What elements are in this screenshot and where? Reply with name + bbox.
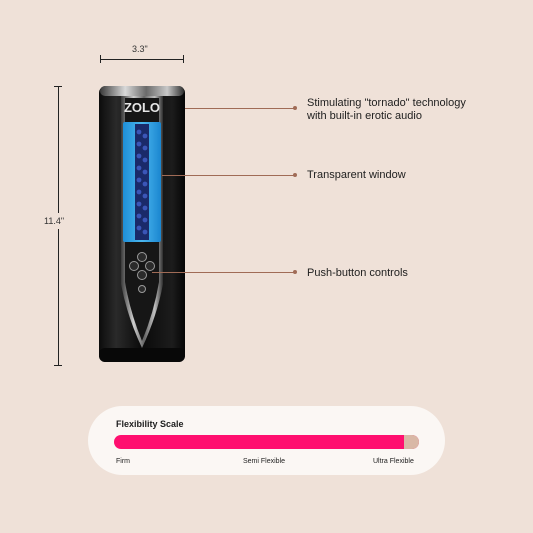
height-dimension-tick-top: [54, 86, 62, 87]
scale-label-firm: Firm: [116, 458, 130, 465]
height-label: 11.4": [44, 216, 65, 226]
scale-label-semi-flexible: Semi Flexible: [243, 458, 286, 465]
height-dimension-tick-bottom: [54, 365, 62, 366]
height-label-bg: [40, 213, 76, 229]
width-label: 3.3": [132, 44, 148, 54]
callout-technology: Stimulating "tornado" technology with bu…: [307, 97, 466, 123]
callout-window: Transparent window: [307, 169, 406, 181]
callout-line-window: [162, 175, 295, 176]
callout-dot-technology: [293, 106, 297, 110]
stroker-device-icon: ZOLO: [99, 86, 185, 362]
callout-technology-line1: Stimulating "tornado" technology: [307, 97, 466, 109]
callout-dot-window: [293, 173, 297, 177]
callout-line-technology: [185, 108, 295, 109]
callout-technology-line2: with built-in erotic audio: [307, 110, 422, 122]
width-dimension-line: [100, 59, 184, 60]
flexibility-scale-title: Flexibility Scale: [116, 419, 184, 429]
flexibility-scale-bar: [114, 435, 419, 449]
width-dimension-tick-left: [100, 55, 101, 63]
product-logo: ZOLO: [124, 100, 160, 115]
flexibility-scale-remainder: [403, 435, 419, 449]
width-dimension-tick-right: [183, 55, 184, 63]
scale-label-ultra-flexible: Ultra Flexible: [373, 458, 414, 465]
callout-controls: Push-button controls: [307, 267, 408, 279]
callout-line-controls: [152, 272, 295, 273]
callout-dot-controls: [293, 270, 297, 274]
